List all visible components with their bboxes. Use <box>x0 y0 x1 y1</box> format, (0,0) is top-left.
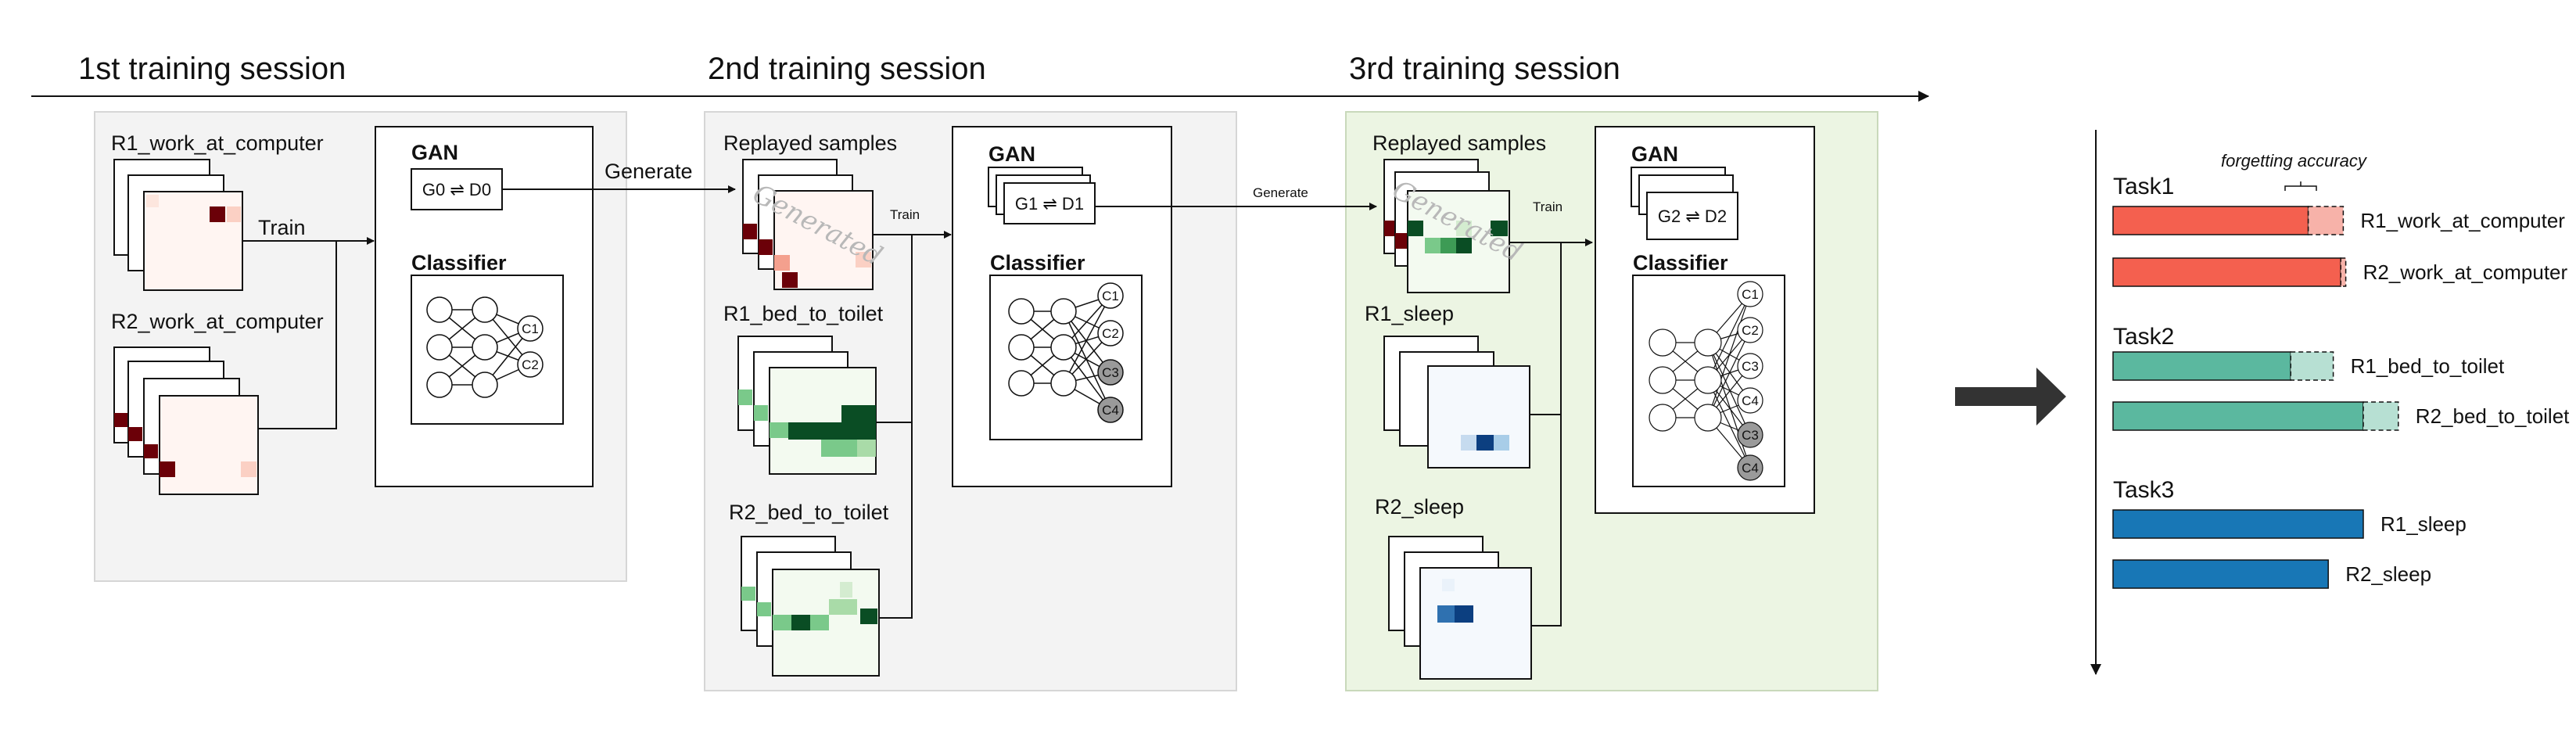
forgetting-bracket <box>2284 181 2317 191</box>
train-connector-8 <box>1531 242 1562 626</box>
task-title: Task3 <box>2113 477 2174 503</box>
r2-bed-heatmap-stack <box>741 536 880 677</box>
forgetting-bar <box>2340 257 2347 287</box>
class-label-c4-s2: C4 <box>1102 403 1119 418</box>
accuracy-bar <box>2112 206 2309 235</box>
class-node-c4-s3 <box>1737 387 1763 414</box>
classifier-title-1: Classifier <box>411 251 507 275</box>
gan-block-1 <box>411 168 503 210</box>
bar-label: R1_bed_to_toilet <box>2351 354 2505 378</box>
train-label-2: Train <box>890 207 920 222</box>
accuracy-bar <box>2112 257 2341 287</box>
replay-heatmap-stack-2: Generated <box>742 159 888 290</box>
train-label-1: Train <box>258 216 306 239</box>
class-label-c2-s2: C2 <box>1102 326 1119 341</box>
bar-label: R2_bed_to_toilet <box>2416 404 2570 428</box>
results-panel: forgetting accuracy Task1R1_work_at_comp… <box>2090 130 2570 675</box>
generate-label-1: Generate <box>605 160 693 183</box>
replay-label-3: Replayed samples <box>1372 131 1546 155</box>
session-1-title: 1st training session <box>78 52 346 86</box>
r1-sleep-label: R1_sleep <box>1365 302 1454 325</box>
forgetting-bar <box>2307 206 2345 235</box>
r2-work-heatmap-stack <box>113 346 259 495</box>
gan-pair-3: G2 ⇌ D2 <box>1658 206 1727 226</box>
gan-title-1: GAN <box>411 141 458 164</box>
r1-sleep-heatmap-stack <box>1383 336 1530 469</box>
class-node-c1-s1 <box>517 315 544 342</box>
bar-label: R1_sleep <box>2380 512 2467 536</box>
accuracy-bar <box>2112 351 2291 381</box>
bar-label: R2_sleep <box>2345 562 2431 586</box>
session-2: Replayed samples Generated Train R1_bed_… <box>723 126 1377 677</box>
bar-label: R2_work_at_computer <box>2363 260 2568 284</box>
class-label-1-s3: C1 <box>1742 287 1759 302</box>
session-1: R1_work_at_computer R2_work_at_computer … <box>111 126 736 495</box>
replay-label-2: Replayed samples <box>723 131 897 155</box>
gan-block-2 <box>1003 182 1096 224</box>
network-2 <box>1008 282 1124 423</box>
result-arrow-icon <box>1955 368 2066 425</box>
r1-bed-heatmap-stack <box>737 336 877 475</box>
class-label-5-s3: C3 <box>1742 428 1759 443</box>
class-label-c3-s2: C3 <box>1102 365 1119 380</box>
class-node-c4-s2 <box>1097 397 1124 423</box>
gan-title-2: GAN <box>988 142 1035 166</box>
class-node-c2-s1 <box>517 351 544 378</box>
r1-work-label: R1_work_at_computer <box>111 131 324 155</box>
generate-label-2: Generate <box>1253 185 1308 200</box>
r2-work-label: R2_work_at_computer <box>111 310 324 333</box>
forgetting-bar <box>2363 401 2399 431</box>
class-node-c5-s3 <box>1737 422 1763 448</box>
train-label-3: Train <box>1533 199 1562 214</box>
network-1 <box>426 296 544 398</box>
gan-title-3: GAN <box>1631 142 1678 166</box>
class-node-c6-s3 <box>1737 454 1763 481</box>
class-node-c3-s2 <box>1097 359 1124 386</box>
class-label-4-s3: C4 <box>1742 393 1759 408</box>
gan-pair-2: G1 ⇌ D1 <box>1015 194 1084 214</box>
accuracy-bar <box>2112 559 2329 589</box>
class-label-6-s3: C4 <box>1742 461 1759 476</box>
forgetting-accuracy-label: forgetting accuracy <box>2221 151 2368 171</box>
class-label-c1-s2: C1 <box>1102 289 1119 303</box>
results-bars: Task1R1_work_at_computerR2_work_at_compu… <box>2112 174 2570 589</box>
class-node-c2-s2 <box>1097 320 1124 346</box>
class-label-c2-s1: C2 <box>522 357 539 372</box>
class-label-2-s3: C2 <box>1742 323 1759 338</box>
forgetting-bar <box>2290 351 2334 381</box>
class-node-c3-s3 <box>1737 353 1763 379</box>
gan-block-3 <box>1646 192 1738 240</box>
class-node-c1-s3 <box>1737 281 1763 307</box>
r2-sleep-heatmap-stack <box>1388 536 1532 680</box>
r2-sleep-label: R2_sleep <box>1375 495 1464 519</box>
train-connector-2 <box>258 241 337 429</box>
accuracy-bar <box>2112 509 2364 539</box>
gan-pair-1: G0 ⇌ D0 <box>422 180 491 199</box>
r1-bed-label: R1_bed_to_toilet <box>723 302 884 325</box>
accuracy-bar <box>2112 401 2364 431</box>
session-2-title: 2nd training session <box>708 52 986 86</box>
session-3: Replayed samples Generated Train R1_slee… <box>1365 126 1815 680</box>
classifier-title-2: Classifier <box>990 251 1085 275</box>
class-node-c2-s3 <box>1737 317 1763 343</box>
timeline: 1st training session 2nd training sessio… <box>31 52 1929 102</box>
bar-label: R1_work_at_computer <box>2360 209 2565 232</box>
train-connector-5 <box>879 235 913 619</box>
network-3 <box>1649 281 1763 481</box>
classifier-title-3: Classifier <box>1633 251 1728 275</box>
class-node-c1-s2 <box>1097 282 1124 309</box>
task-title: Task2 <box>2113 324 2174 350</box>
class-label-c1-s1: C1 <box>522 321 539 336</box>
r1-work-heatmap-stack <box>113 159 243 291</box>
session-3-title: 3rd training session <box>1349 52 1620 86</box>
r2-bed-label: R2_bed_to_toilet <box>729 501 889 524</box>
class-label-3-s3: C3 <box>1742 359 1759 374</box>
task-title: Task1 <box>2113 174 2174 199</box>
